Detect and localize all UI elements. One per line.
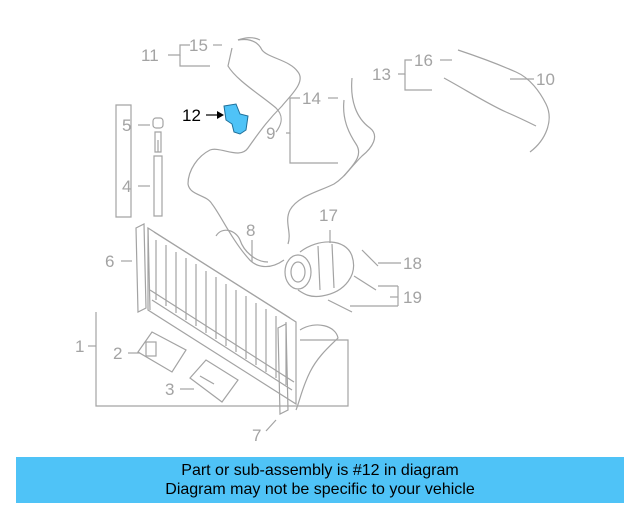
bolts: [327, 249, 379, 313]
callout-17: 17: [319, 206, 338, 225]
callout-2: 2: [113, 344, 122, 363]
info-banner: Part or sub-assembly is #12 in diagram D…: [16, 457, 624, 503]
callout-19: 19: [403, 288, 422, 307]
valve-part: [199, 375, 215, 385]
callout-12: 12: [182, 106, 201, 125]
callout-15: 15: [189, 36, 208, 55]
callout-18: 18: [403, 254, 422, 273]
air-guide: [295, 324, 339, 411]
callout-13: 13: [372, 65, 391, 84]
leader-lines: [88, 44, 534, 432]
callout-7: 7: [252, 426, 261, 445]
part-12-arrowhead: [217, 111, 224, 119]
callout-3: 3: [165, 380, 174, 399]
callout-4: 4: [122, 177, 131, 196]
refrigerant-lines: [187, 37, 550, 268]
callout-11: 11: [141, 46, 159, 65]
callout-10: 10: [536, 70, 555, 89]
left-side-bracket: [135, 223, 147, 313]
compressor: [284, 241, 354, 298]
callout-9: 9: [266, 124, 275, 143]
receiver-drier: [152, 117, 164, 217]
callout-8: 8: [246, 221, 255, 240]
banner-line-disclaimer: Diagram may not be specific to your vehi…: [165, 481, 475, 498]
callout-5: 5: [122, 116, 131, 135]
right-side-bracket: [277, 323, 289, 415]
seal-part: [145, 341, 157, 357]
callout-14: 14: [302, 89, 321, 108]
accessory-box-2: [137, 331, 187, 373]
callout-16: 16: [414, 51, 433, 70]
accessory-box-3: [189, 359, 239, 403]
parts-diagram: 1 2 3 4 5 6 7 8 9 10 11 12 13 14 15 16 1…: [75, 36, 555, 445]
banner-line-part-number: Part or sub-assembly is #12 in diagram: [181, 462, 459, 479]
condenser: [147, 226, 297, 406]
callout-1: 1: [75, 337, 84, 356]
callout-6: 6: [105, 252, 114, 271]
part-12-bracket: [223, 103, 249, 135]
